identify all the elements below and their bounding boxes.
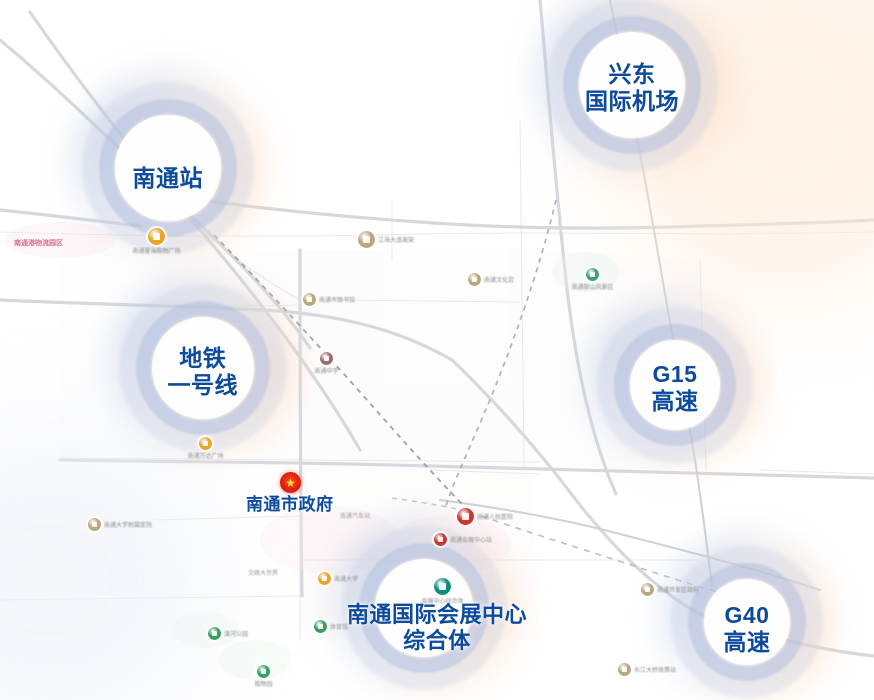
star-glyph: ★ [285,475,296,490]
poi-pin-icon [316,570,333,587]
poi-label: 体育馆 [330,625,349,631]
poi-label: 南通星海购物广场 [132,249,181,255]
highlight-label-metro-line-1[interactable]: 地铁 一号线 [167,345,238,399]
poi-pin-icon [432,531,449,548]
poi-marker[interactable]: 植物园 [254,663,273,688]
poi-marker[interactable]: 濠河公园 [206,625,249,642]
poi-marker[interactable]: 南通中学 [314,350,339,375]
basemap-label: 南通港物流园区 [14,240,63,247]
poi-marker[interactable]: 南通市图书馆 [301,291,356,308]
poi-label: 会展中心综合体 [421,599,464,605]
poi-pin-icon [255,663,272,680]
highlight-label-g15-expressway[interactable]: G15 高速 [651,361,699,415]
poi-label: 江海大道高架 [378,238,415,244]
poi-marker[interactable]: 南通狼山风景区 [571,266,614,291]
poi-marker[interactable]: 南通会展中心站 [432,531,493,548]
poi-pin-icon [301,291,318,308]
railway-dashed [213,234,471,513]
poi-pin-icon [318,350,335,367]
poi-pin-icon [616,661,633,678]
city-government-label[interactable]: 南通市政府 [246,495,334,514]
poi-marker[interactable]: 南通大学附属医院 [86,516,153,533]
poi-label: 南通市图书馆 [319,298,356,304]
highlight-label-nantong-international-convention-exhibition-center[interactable]: 南通国际会展中心 综合体 [347,602,528,653]
poi-label: 植物园 [254,682,273,688]
poi-marker[interactable]: 江海大道高架 [356,229,415,250]
poi-label: 南通中学 [314,369,339,375]
poi-pin-icon [356,229,377,250]
poi-label: 南通万达广场 [187,454,224,460]
poi-marker[interactable]: 南通人民医院 [455,506,514,527]
poi-label: 濠河公园 [224,632,249,638]
poi-label: 南通人民医院 [477,515,514,521]
poi-pin-icon [206,625,223,642]
poi-label: 南通开发区政府 [657,588,700,594]
highlight-label-nantong-railway-station[interactable]: 南通站 [132,164,203,191]
poi-marker[interactable]: 南通星海购物广场 [132,226,181,255]
poi-label: 南通文化宫 [484,278,515,284]
poi-pin-icon [86,516,103,533]
railway-dashed-2 [445,199,557,507]
poi-label: 南通狼山风景区 [571,285,614,291]
government-emblem-icon[interactable]: ★ [280,472,301,493]
poi-pin-icon [455,506,476,527]
poi-marker[interactable]: 南通万达广场 [187,435,224,460]
poi-marker[interactable]: 南通文化宫 [466,271,515,288]
poi-pin-icon [197,435,214,452]
poi-marker[interactable]: 会展中心综合体 [421,576,464,605]
poi-pin-icon [312,618,329,635]
poi-marker[interactable]: 长江大桥收费站 [616,661,677,678]
poi-label: 南通大学附属医院 [104,523,153,529]
poi-pin-icon [584,266,601,283]
poi-pin-icon [639,581,656,598]
poi-marker[interactable]: 体育馆 [312,618,349,635]
poi-pin-icon [432,576,453,597]
poi-pin-icon [146,226,167,247]
highlight-label-g40-expressway[interactable]: G40 高速 [723,602,771,656]
highlight-label-xingdong-international-airport[interactable]: 兴东 国际机场 [585,61,679,115]
poi-marker[interactable]: 南通开发区政府 [639,581,700,598]
basemap-label: 文峰大世界 [248,571,279,577]
poi-pin-icon [466,271,483,288]
poi-label: 南通会展中心站 [450,538,493,544]
poi-marker[interactable]: 南通大学 [316,570,359,587]
poi-label: 南通大学 [334,577,359,583]
poi-label: 长江大桥收费站 [634,668,677,674]
basemap-label: 南通汽车站 [340,514,371,520]
